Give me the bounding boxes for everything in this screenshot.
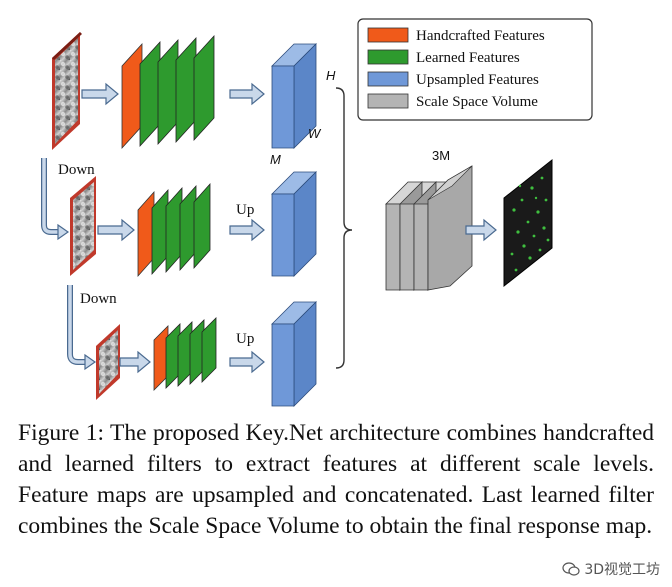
upsampled-feature-map-3 <box>271 301 317 407</box>
legend: Handcrafted Features Learned Features Up… <box>357 18 593 121</box>
svg-text:Upsampled Features: Upsampled Features <box>416 72 539 88</box>
down-arrow-1 <box>41 158 70 241</box>
upsampled-feature-map-2 <box>271 171 317 277</box>
up-label-1: Up <box>236 202 254 218</box>
scale-space-volume <box>385 165 473 291</box>
watermark: 3D视觉工坊 <box>562 559 660 579</box>
legend-item-upsampled: Upsampled Features <box>367 71 539 88</box>
input-image-level-1 <box>52 32 82 150</box>
svg-text:Handcrafted Features: Handcrafted Features <box>416 28 545 44</box>
dim-h-label: H <box>326 68 336 83</box>
arrow-to-upsampled-2 <box>229 218 265 242</box>
watermark-text: 3D视觉工坊 <box>584 562 660 578</box>
down-label-2: Down <box>80 291 117 307</box>
concatenation-brace <box>335 87 353 369</box>
svg-text:Learned Features: Learned Features <box>416 50 520 66</box>
dim-m-label: M <box>270 152 281 167</box>
down-label-1: Down <box>58 162 95 178</box>
wechat-icon <box>562 562 580 576</box>
input-image-level-2 <box>70 176 96 276</box>
legend-item-handcrafted: Handcrafted Features <box>367 27 545 44</box>
keynet-architecture-diagram: Down Down <box>41 18 593 407</box>
arrow-image-to-block-1 <box>81 82 119 106</box>
feature-stack-level-2 <box>137 182 211 278</box>
down-arrow-2 <box>67 285 97 371</box>
handcrafted-feature-map <box>121 42 143 150</box>
up-label-2: Up <box>236 331 254 347</box>
legend-item-learned: Learned Features <box>367 49 520 66</box>
feature-stack-level-3 <box>153 317 217 391</box>
arrow-image-to-block-2 <box>97 218 135 242</box>
input-image-level-3 <box>96 324 120 400</box>
legend-item-scale-space: Scale Space Volume <box>367 93 538 110</box>
feature-stack-level-1 <box>121 34 215 150</box>
dim-w-label: W <box>308 126 322 141</box>
arrow-to-upsampled-1 <box>229 82 265 106</box>
upsampled-feature-map-1 <box>271 43 317 149</box>
response-map <box>503 158 553 288</box>
svg-text:Scale Space Volume: Scale Space Volume <box>416 94 538 110</box>
arrow-to-upsampled-3 <box>229 350 265 374</box>
keypoint-dots <box>510 176 550 272</box>
dim-3m-label: 3M <box>432 148 450 163</box>
arrow-to-response-map <box>465 218 497 242</box>
figure-caption: Figure 1: The proposed Key.Net architect… <box>18 420 654 539</box>
legend-box <box>357 18 593 121</box>
arrow-image-to-block-3 <box>119 350 151 374</box>
learned-feature-map <box>139 34 215 148</box>
